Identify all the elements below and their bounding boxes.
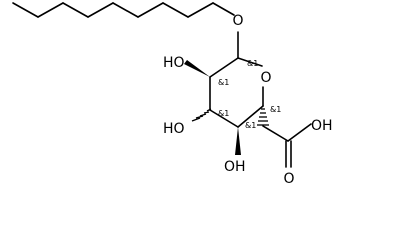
- ether-oxygen-label: O: [232, 13, 243, 29]
- stereo-label-c2: &1: [218, 78, 229, 87]
- ring-oxygen-label: O: [260, 70, 271, 86]
- bond-octyl-8: [187, 2, 214, 18]
- stereo-label-c3: &1: [218, 109, 229, 118]
- oh-c3-label: HO: [163, 121, 185, 137]
- bond-octyl-7: [162, 2, 189, 18]
- bond-c3-c4: [209, 109, 239, 128]
- bond-c5-carboxyl: [262, 125, 289, 142]
- bond-octyl-6: [137, 2, 164, 18]
- bond-octyl-1: [12, 2, 39, 18]
- bond-c1-c2: [209, 57, 239, 78]
- stereo-label-c5: &1: [270, 105, 281, 114]
- pyranose-ring: [209, 57, 264, 128]
- octyl-chain: [12, 2, 235, 18]
- bond-c4-c5: [237, 105, 264, 128]
- wedge-c2-oh: [184, 60, 210, 77]
- bond-octyl-to-o: [212, 2, 235, 16]
- stereo-label-c1: &1: [247, 59, 258, 68]
- bond-octyl-3: [62, 2, 89, 18]
- stereo-label-c4: &1: [245, 121, 256, 130]
- bond-c1-ring-o: [237, 57, 263, 67]
- oh-c4-label: OH: [224, 159, 246, 175]
- hash-c5-cooh: [257, 108, 269, 126]
- hash-c3-oh: [191, 108, 212, 122]
- bond-octyl-4: [87, 2, 114, 18]
- bond-carboxyl-oh: [287, 123, 312, 142]
- cooh-oh-label: OH: [311, 118, 333, 134]
- oh-c2-label: HO: [163, 55, 185, 71]
- wedge-c4-oh: [235, 127, 241, 155]
- bond-octyl-2: [37, 2, 64, 18]
- molecule-structure: O O HO HO OH OH O &1 &1 &1 &1 &: [12, 2, 333, 187]
- bond-octyl-5: [112, 2, 139, 18]
- carbonyl-oxygen-label: O: [283, 171, 294, 187]
